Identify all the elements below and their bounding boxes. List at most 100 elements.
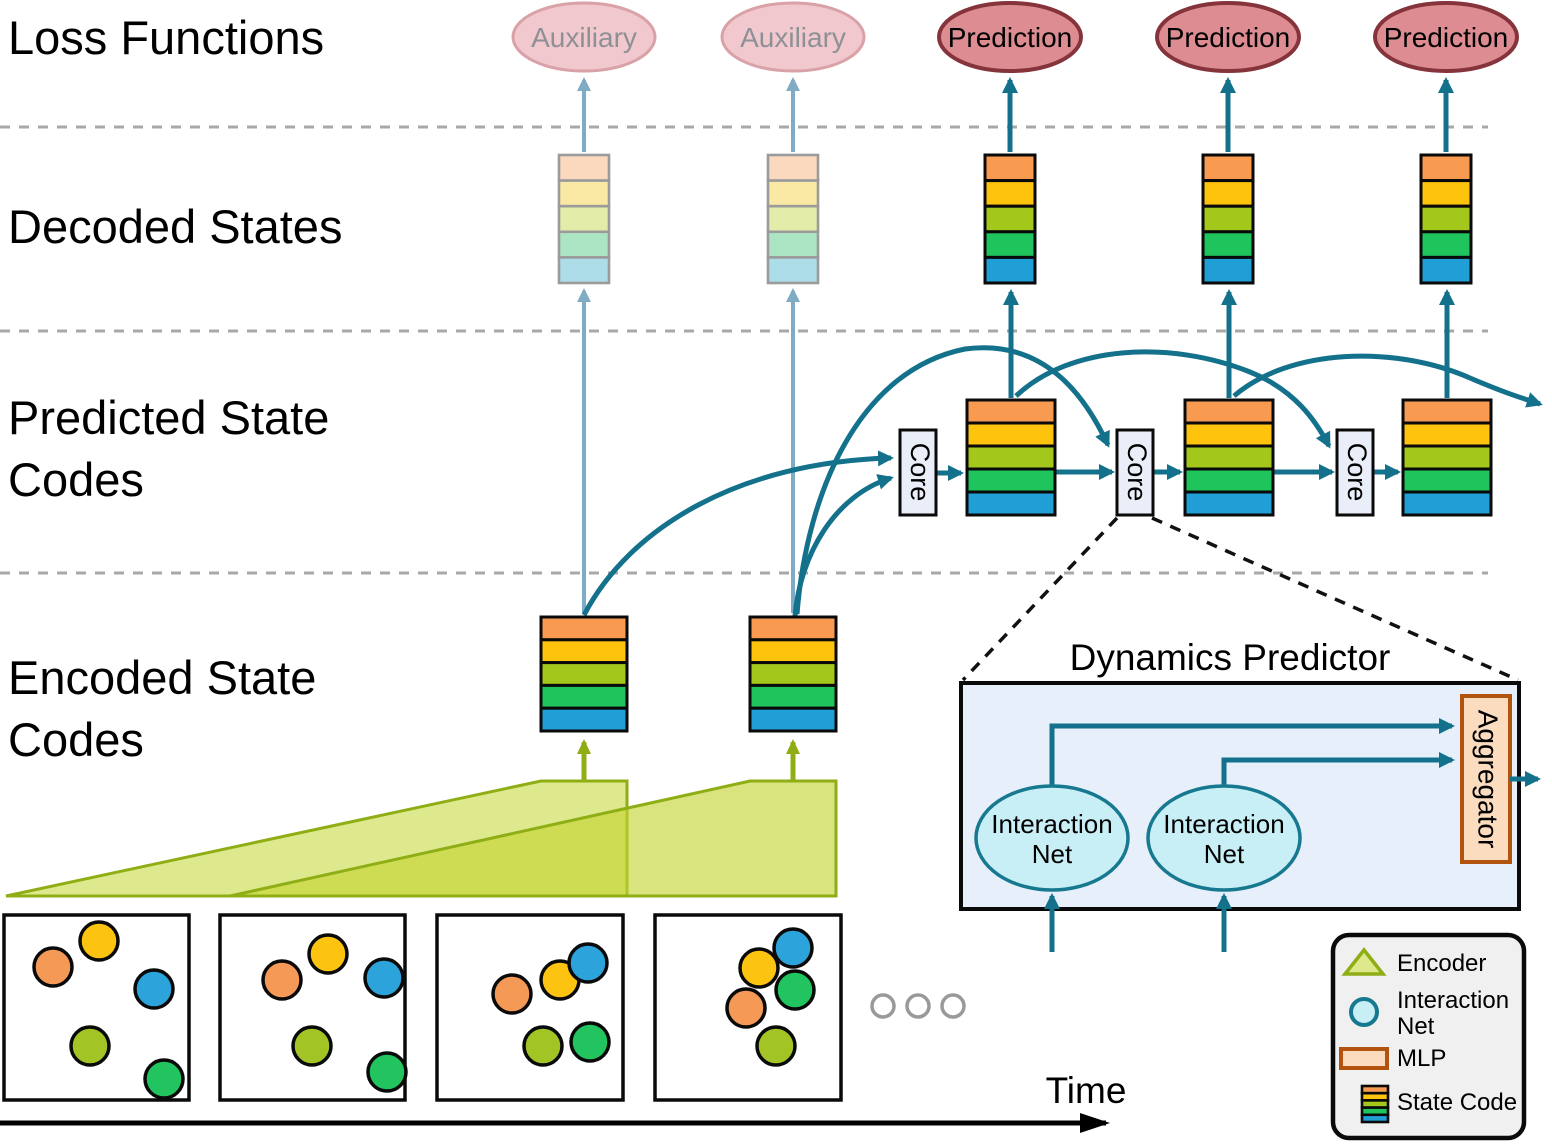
- ball-yellow: [307, 933, 349, 975]
- legend-item-encoder: Encoder: [1341, 947, 1486, 977]
- legend-item-interaction-net: Interaction Net: [1349, 987, 1509, 1040]
- interaction-net-label-line1: Interaction: [1163, 809, 1284, 839]
- state-code-icon: [1360, 1084, 1390, 1124]
- prediction-path-arrows: [1002, 77, 1455, 398]
- input-frames: [2, 913, 966, 1102]
- core-chain-arrows: [581, 345, 1543, 617]
- callout-line-right: [1151, 516, 1519, 682]
- encoder-triangle-icon: [1341, 947, 1387, 976]
- time-axis-label: Time: [1046, 1070, 1127, 1111]
- callout-line-left: [961, 516, 1119, 682]
- time-axis: Time: [0, 1070, 1127, 1133]
- ellipsis-dot: [905, 993, 931, 1019]
- prediction-ellipse: [937, 1, 1083, 73]
- ball-orange: [725, 987, 767, 1029]
- ball-yellow: [78, 920, 120, 962]
- core-box-1: Core: [898, 428, 938, 517]
- interaction-net-icon: [1349, 997, 1379, 1027]
- prediction-label: Prediction: [1166, 22, 1291, 53]
- row-label-predicted-state-line1: Predicted State: [8, 391, 329, 444]
- interaction-net-node-2: Interaction Net: [1146, 784, 1302, 892]
- legend-label-state-code: State Code: [1397, 1089, 1517, 1116]
- arrow-encoded1-to-core1: [581, 450, 894, 617]
- ball-blue: [772, 927, 814, 969]
- input-frame-1: [2, 913, 191, 1102]
- auxiliary-ellipse: [720, 1, 866, 73]
- prediction-label: Prediction: [1384, 22, 1509, 53]
- decoded-state-stack-2: [766, 153, 820, 285]
- interaction-net-label-line2: Net: [1204, 839, 1245, 869]
- skip-arc-predicted1-to-core3: [1014, 349, 1332, 449]
- core-box-3: Core: [1335, 428, 1375, 517]
- ball-green: [143, 1058, 185, 1100]
- ball-green: [774, 969, 816, 1011]
- row-labels: Loss Functions Decoded States Predicted …: [8, 11, 342, 766]
- legend-label-interaction-line1: Interaction: [1397, 987, 1509, 1014]
- legend-label-encoder: Encoder: [1397, 950, 1486, 977]
- aggregator-node: Aggregator: [1460, 694, 1512, 864]
- row-label-encoded-state-line1: Encoded State: [8, 651, 316, 704]
- ball-yellowgreen: [291, 1025, 333, 1067]
- frames-ellipsis: [870, 993, 966, 1019]
- loss-ellipses: Auxiliary Auxiliary Prediction Predictio…: [511, 1, 1519, 73]
- encoded-state-stack-1: [539, 615, 629, 733]
- zoom-callout-lines: [961, 516, 1519, 682]
- prediction-label: Prediction: [948, 22, 1073, 53]
- decoded-state-stack-3: [983, 153, 1037, 285]
- decoded-state-stack-1: [557, 153, 611, 285]
- auxiliary-loss-2: Auxiliary: [720, 1, 866, 73]
- predicted-state-stack-2: [1183, 398, 1275, 517]
- dynamics-predictor-title: Dynamics Predictor: [1070, 637, 1391, 678]
- encoder-trapezoid-2: [229, 779, 838, 898]
- ball-yellow: [738, 947, 780, 989]
- arrow-interaction-net2-to-aggregator: [1221, 752, 1455, 788]
- row-label-loss-functions: Loss Functions: [8, 11, 324, 64]
- row-label-encoded-state-line2: Codes: [8, 713, 144, 766]
- legend: Encoder Interaction Net MLP State Code: [1330, 932, 1527, 1141]
- ball-green: [366, 1051, 408, 1093]
- legend-label-mlp: MLP: [1397, 1045, 1446, 1072]
- interaction-net-label-line1: Interaction: [991, 809, 1112, 839]
- ball-blue: [567, 942, 609, 984]
- ellipsis-dot: [870, 993, 896, 1019]
- core-box-2: Core: [1115, 428, 1155, 517]
- arrow-interaction-net1-to-aggregator: [1049, 718, 1455, 788]
- decoded-state-stack-5: [1419, 153, 1473, 285]
- decoded-state-stack-4: [1201, 153, 1255, 285]
- input-frame-3: [435, 913, 625, 1102]
- predicted-state-stack-3: [1401, 398, 1493, 517]
- ball-green: [569, 1021, 611, 1063]
- core-label: Core: [1122, 443, 1152, 502]
- row-label-predicted-state-line2: Codes: [8, 453, 144, 506]
- row-separators: [0, 125, 1488, 575]
- ball-orange: [491, 973, 533, 1015]
- prediction-ellipse: [1155, 1, 1301, 73]
- aggregator-label: Aggregator: [1473, 710, 1504, 849]
- arrow-encoded2-to-core1: [792, 474, 894, 617]
- skip-arc-predicted2-to-right: [1232, 353, 1543, 408]
- ball-blue: [363, 957, 405, 999]
- auxiliary-loss-1: Auxiliary: [511, 1, 657, 73]
- interaction-net-node-1: Interaction Net: [974, 784, 1130, 892]
- auxiliary-path-arrows: [577, 77, 800, 613]
- ellipsis-dot: [940, 993, 966, 1019]
- ball-yellowgreen: [69, 1025, 111, 1067]
- interaction-net-ellipse: [974, 784, 1130, 892]
- predicted-state-stack-1: [965, 398, 1057, 517]
- auxiliary-label: Auxiliary: [740, 22, 846, 53]
- ball-yellowgreen: [522, 1025, 564, 1067]
- encoded-state-stack-2: [748, 615, 838, 733]
- auxiliary-label: Auxiliary: [531, 22, 637, 53]
- row-label-decoded-states: Decoded States: [8, 200, 342, 253]
- skip-arc-encoded2-to-core2: [794, 345, 1111, 615]
- encoder-trapezoids: [5, 739, 838, 898]
- ball-blue: [133, 968, 175, 1010]
- mlp-icon: [1339, 1047, 1389, 1070]
- prediction-loss-2: Prediction: [1155, 1, 1301, 73]
- prediction-loss-3: Prediction: [1373, 1, 1519, 73]
- legend-label-interaction-line2: Net: [1397, 1013, 1435, 1040]
- input-frame-4: [653, 913, 843, 1102]
- core-label: Core: [905, 443, 935, 502]
- core-label: Core: [1342, 443, 1372, 502]
